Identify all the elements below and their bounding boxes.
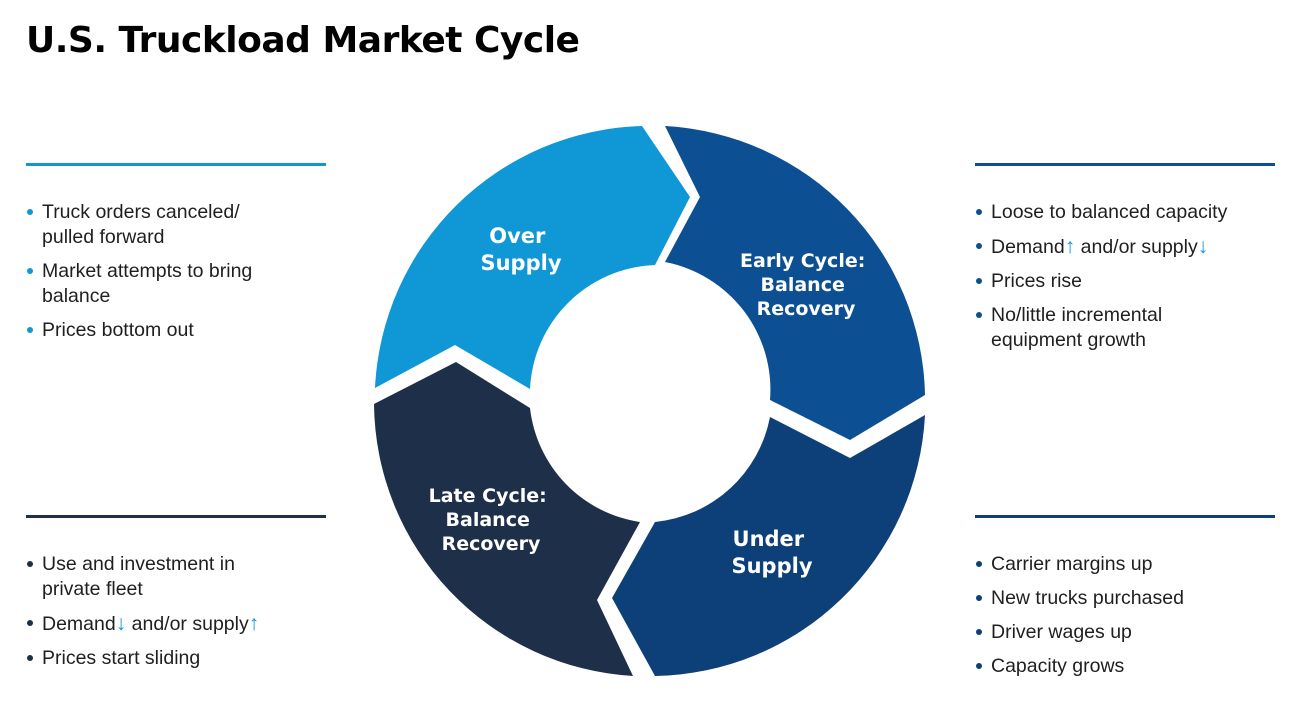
page-title: U.S. Truckload Market Cycle bbox=[26, 20, 580, 61]
label-line: Balance bbox=[761, 274, 845, 296]
label-line: Late Cycle: bbox=[429, 485, 547, 507]
item-text: Truck orders canceled/ pulled forward bbox=[42, 201, 240, 248]
item-text: No/little incremental equipment growth bbox=[991, 304, 1163, 351]
item-text: Prices bottom out bbox=[42, 319, 194, 341]
divider bbox=[975, 515, 1275, 518]
item-text: Market attempts to bring balance bbox=[42, 260, 253, 307]
item-text: and/or supply bbox=[1075, 236, 1198, 258]
panel-late-cycle: Use and investment in private fleet Dema… bbox=[26, 515, 326, 680]
bullet-list: Use and investment in private fleet Dema… bbox=[26, 552, 326, 671]
item-text: Demand bbox=[991, 236, 1065, 258]
arrow-up-icon: ↑ bbox=[1064, 235, 1076, 258]
list-item: Carrier margins up bbox=[975, 552, 1275, 577]
segment-early-cycle bbox=[665, 126, 925, 440]
bullet-icon bbox=[976, 278, 982, 284]
label-line: Under bbox=[733, 527, 805, 551]
label-line: Supply bbox=[480, 251, 561, 275]
list-item: Prices start sliding bbox=[26, 646, 326, 671]
list-item: Demand↑ and/or supply↓ bbox=[975, 234, 1275, 260]
item-text: Prices rise bbox=[991, 270, 1083, 292]
label-early-cycle: Early Cycle: Balance Recovery bbox=[740, 250, 872, 320]
divider bbox=[26, 515, 326, 518]
segment-over-supply bbox=[375, 126, 690, 389]
bullet-list: Carrier margins up New trucks purchased … bbox=[975, 552, 1275, 679]
list-item: New trucks purchased bbox=[975, 586, 1275, 611]
list-item: Loose to balanced capacity bbox=[975, 200, 1275, 225]
arrow-down-icon: ↓ bbox=[1197, 235, 1209, 258]
item-text: Demand bbox=[42, 613, 116, 635]
list-item: Use and investment in private fleet bbox=[26, 552, 326, 602]
arrow-down-icon: ↓ bbox=[115, 612, 127, 635]
segment-under-supply bbox=[612, 415, 925, 676]
label-late-cycle: Late Cycle: Balance Recovery bbox=[429, 485, 554, 555]
list-item: Prices rise bbox=[975, 269, 1275, 294]
label-over-supply: Over Supply bbox=[480, 224, 561, 275]
label-line: Balance bbox=[446, 509, 530, 531]
label-line: Recovery bbox=[442, 533, 541, 555]
bullet-icon bbox=[27, 209, 33, 215]
item-text: Prices start sliding bbox=[42, 647, 201, 669]
divider bbox=[26, 163, 326, 166]
bullet-icon bbox=[976, 663, 982, 669]
bullet-icon bbox=[27, 268, 33, 274]
bullet-list: Loose to balanced capacity Demand↑ and/o… bbox=[975, 200, 1275, 353]
label-under-supply: Under Supply bbox=[731, 527, 812, 578]
label-line: Supply bbox=[731, 554, 812, 578]
divider bbox=[975, 163, 1275, 166]
bullet-icon bbox=[27, 561, 33, 567]
label-line: Early Cycle: bbox=[740, 250, 865, 272]
arrow-up-icon: ↑ bbox=[248, 612, 260, 635]
bullet-icon bbox=[27, 327, 33, 333]
item-text: Carrier margins up bbox=[991, 553, 1153, 575]
panel-over-supply: Truck orders canceled/ pulled forward Ma… bbox=[26, 163, 326, 352]
list-item: Truck orders canceled/ pulled forward bbox=[26, 200, 326, 250]
bullet-icon bbox=[976, 561, 982, 567]
bullet-icon bbox=[27, 655, 33, 661]
item-text: Driver wages up bbox=[991, 621, 1132, 643]
segment-late-cycle bbox=[374, 362, 640, 676]
bullet-list: Truck orders canceled/ pulled forward Ma… bbox=[26, 200, 326, 343]
item-text: Use and investment in private fleet bbox=[42, 553, 235, 600]
bullet-icon bbox=[27, 620, 33, 626]
item-text: New trucks purchased bbox=[991, 587, 1184, 609]
panel-early-cycle: Loose to balanced capacity Demand↑ and/o… bbox=[975, 163, 1275, 362]
label-line: Over bbox=[489, 224, 546, 248]
list-item: No/little incremental equipment growth bbox=[975, 303, 1275, 353]
item-text: Loose to balanced capacity bbox=[991, 201, 1228, 223]
bullet-icon bbox=[976, 629, 982, 635]
list-item: Capacity grows bbox=[975, 654, 1275, 679]
item-text: Capacity grows bbox=[991, 655, 1125, 677]
list-item: Demand↓ and/or supply↑ bbox=[26, 611, 326, 637]
item-text: and/or supply bbox=[126, 613, 249, 635]
bullet-icon bbox=[976, 312, 982, 318]
list-item: Prices bottom out bbox=[26, 318, 326, 343]
panel-under-supply: Carrier margins up New trucks purchased … bbox=[975, 515, 1275, 688]
bullet-icon bbox=[976, 209, 982, 215]
list-item: Driver wages up bbox=[975, 620, 1275, 645]
bullet-icon bbox=[976, 595, 982, 601]
bullet-icon bbox=[976, 243, 982, 249]
label-line: Recovery bbox=[757, 298, 856, 320]
list-item: Market attempts to bring balance bbox=[26, 259, 326, 309]
